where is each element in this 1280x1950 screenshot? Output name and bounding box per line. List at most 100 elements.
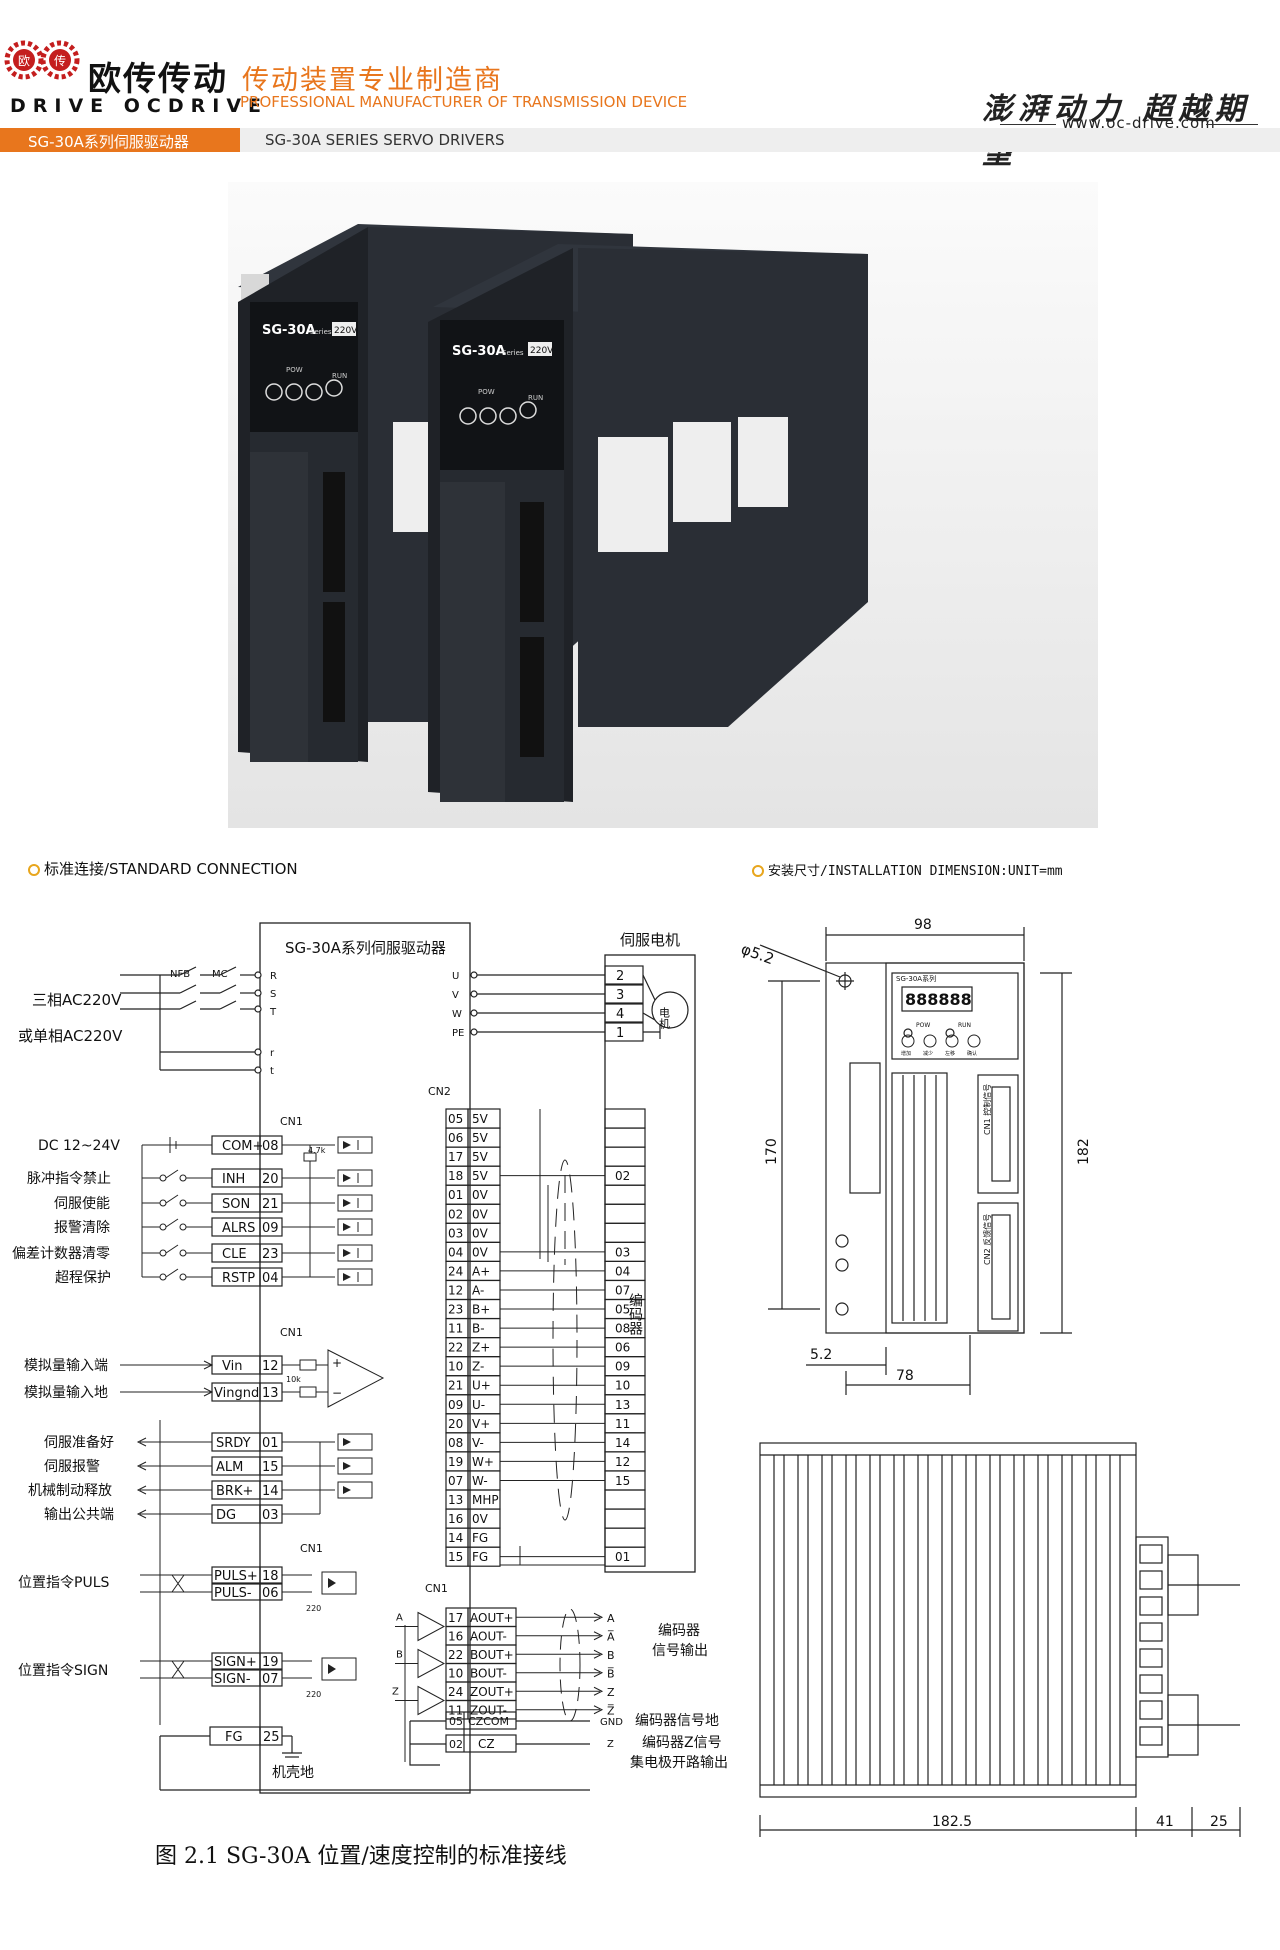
enc-z-label-1: 编码器Z信号	[642, 1735, 722, 1751]
svg-text:RUN: RUN	[528, 394, 543, 402]
output-label-3: 输出公共端	[44, 1507, 114, 1523]
encoder-pin-15: 15	[615, 1474, 630, 1488]
input-label-3: 报警清除	[54, 1220, 110, 1236]
svg-text:08: 08	[262, 1139, 279, 1154]
svg-text:A̅: A̅	[607, 1630, 615, 1643]
cn2-signal-ap: A+	[472, 1264, 490, 1278]
cn2-pin-11: 11	[448, 1322, 463, 1336]
figure-caption: 图 2.1 SG-30A 位置/速度控制的标准接线	[155, 1844, 567, 1869]
cn2-signal-vp: V+	[472, 1417, 490, 1431]
encoder-pin-03: 03	[615, 1245, 630, 1259]
svg-text:+: +	[332, 1356, 342, 1370]
motor-pin-2: 2	[616, 969, 624, 984]
brand-name-en: DRIVE OCDRIVE	[10, 95, 269, 117]
tagline-cn: 传动装置专业制造商	[242, 65, 503, 96]
cn1-output-alm: ALM	[216, 1460, 243, 1475]
dimension-drawing: φ5.2 98 182 170 5.2 78 SG-30A系列 888888 P…	[740, 917, 1241, 1837]
logo-badge-left: 欧	[18, 54, 30, 68]
svg-text:09: 09	[262, 1221, 279, 1236]
svg-text:−: −	[332, 1386, 342, 1400]
cn2-pin-09: 09	[448, 1398, 463, 1412]
svg-text:10: 10	[448, 1667, 463, 1681]
cn2-signal-mhp: MHP	[472, 1493, 499, 1507]
offset-dim: 5.2	[810, 1347, 832, 1363]
svg-text:Series: Series	[502, 349, 524, 357]
cn2-pin-20: 20	[448, 1417, 463, 1431]
cn2-signal-bm: B-	[472, 1322, 485, 1336]
cn1-input-cle: CLE	[222, 1247, 247, 1262]
svg-text:GND: GND	[600, 1717, 623, 1728]
encoder-pin-07: 07	[615, 1283, 630, 1297]
cn2-pin-07: 07	[448, 1474, 463, 1488]
height-outer-dim: 182	[1076, 1138, 1092, 1165]
website: www.oc-drive.com	[1062, 114, 1216, 132]
svg-text:13: 13	[262, 1386, 279, 1401]
svg-text:17: 17	[448, 1611, 463, 1625]
svg-text:03: 03	[262, 1508, 279, 1523]
svg-text:CN1: CN1	[280, 1326, 303, 1339]
puls-label: 位置指令PULS	[18, 1575, 109, 1591]
cn1-input-com+: COM+	[222, 1139, 263, 1154]
svg-text:06: 06	[262, 1586, 279, 1601]
enc-out-boutp: BOUT+	[470, 1648, 514, 1662]
svg-text:SG-30A系列: SG-30A系列	[896, 974, 936, 983]
depth-dim: 182.5	[932, 1814, 972, 1830]
wiring-diagram: SG-30A系列伺服驱动器 伺服电机 NFB MC 三相AC220V 或单相AC…	[12, 922, 728, 1794]
encoder-pin-10: 10	[615, 1379, 630, 1393]
driver-title: SG-30A系列伺服驱动器	[285, 939, 446, 957]
power-3ph-label: 三相AC220V	[32, 991, 122, 1009]
power-terminal-S: S	[270, 989, 276, 1000]
cn1-analog-vin: Vin	[222, 1359, 242, 1374]
panel-button-label-2: 左移	[945, 1050, 955, 1057]
svg-text:A: A	[607, 1612, 615, 1625]
cn2-signal-fg: FG	[472, 1531, 488, 1545]
band-title-cn: SG-30A系列伺服驱动器	[28, 133, 189, 151]
height-inner-dim: 170	[764, 1138, 780, 1165]
width-bottom-dim: 78	[896, 1368, 914, 1384]
svg-text:16: 16	[448, 1630, 463, 1644]
encoder-label: 编码器	[627, 1293, 643, 1335]
svg-text:21: 21	[262, 1197, 279, 1212]
encoder-pin-13: 13	[615, 1398, 630, 1412]
cn2-signal-0v: 0V	[472, 1226, 489, 1240]
svg-text:22: 22	[448, 1648, 463, 1662]
cn2-pin-15: 15	[448, 1550, 463, 1564]
bullet-icon	[28, 864, 40, 876]
cn2-signal-wp: W+	[472, 1455, 494, 1469]
svg-text:POW: POW	[286, 366, 303, 374]
analog-label-0: 模拟量输入端	[24, 1358, 108, 1374]
encoder-pin-01: 01	[615, 1550, 630, 1564]
unit-back-model: SG-30A	[262, 323, 316, 338]
cn1-puls-plus: PULS+	[214, 1569, 258, 1584]
enc-out-zoutp: ZOUT+	[470, 1685, 514, 1699]
motor-pin-3: 3	[616, 988, 624, 1003]
svg-text:CN2 反馈信号: CN2 反馈信号	[982, 1214, 992, 1265]
cn2-signal-up: U+	[472, 1379, 491, 1393]
motor-terminal-PE: PE	[452, 1028, 464, 1039]
svg-text:CN1 控制信号: CN1 控制信号	[982, 1084, 992, 1135]
cn2-pin-14: 14	[448, 1531, 463, 1545]
svg-text:CN1: CN1	[280, 1115, 303, 1128]
hole-dim: φ5.2	[740, 940, 777, 968]
cn1-puls-minus: PULS-	[214, 1586, 252, 1601]
svg-text:RUN: RUN	[332, 372, 347, 380]
svg-text:14: 14	[262, 1484, 279, 1499]
cn2-signal-5v: 5V	[472, 1150, 489, 1164]
svg-text:CZCOM: CZCOM	[468, 1715, 509, 1728]
power-terminal-r: r	[270, 1048, 275, 1059]
display-digits: 888888	[905, 990, 972, 1009]
svg-text:电机: 电机	[658, 1007, 671, 1029]
analog-label-1: 模拟量输入地	[24, 1385, 108, 1401]
svg-text:A: A	[396, 1613, 403, 1624]
svg-text:Z: Z	[392, 1687, 399, 1698]
svg-text:Z: Z	[607, 1686, 615, 1699]
cn1-output-dg: DG	[216, 1508, 236, 1523]
cn1-analog-vingnd: Vingnd	[214, 1386, 259, 1401]
cn2-signal-fg: FG	[472, 1550, 488, 1564]
cn2-pin-17: 17	[448, 1150, 463, 1164]
cn1-sign-plus: SIGN+	[214, 1655, 257, 1670]
power-terminal-R: R	[270, 971, 277, 982]
unit-front-model: SG-30A	[452, 344, 506, 359]
svg-text:12: 12	[262, 1359, 279, 1374]
cn2-pin-24: 24	[448, 1264, 463, 1278]
